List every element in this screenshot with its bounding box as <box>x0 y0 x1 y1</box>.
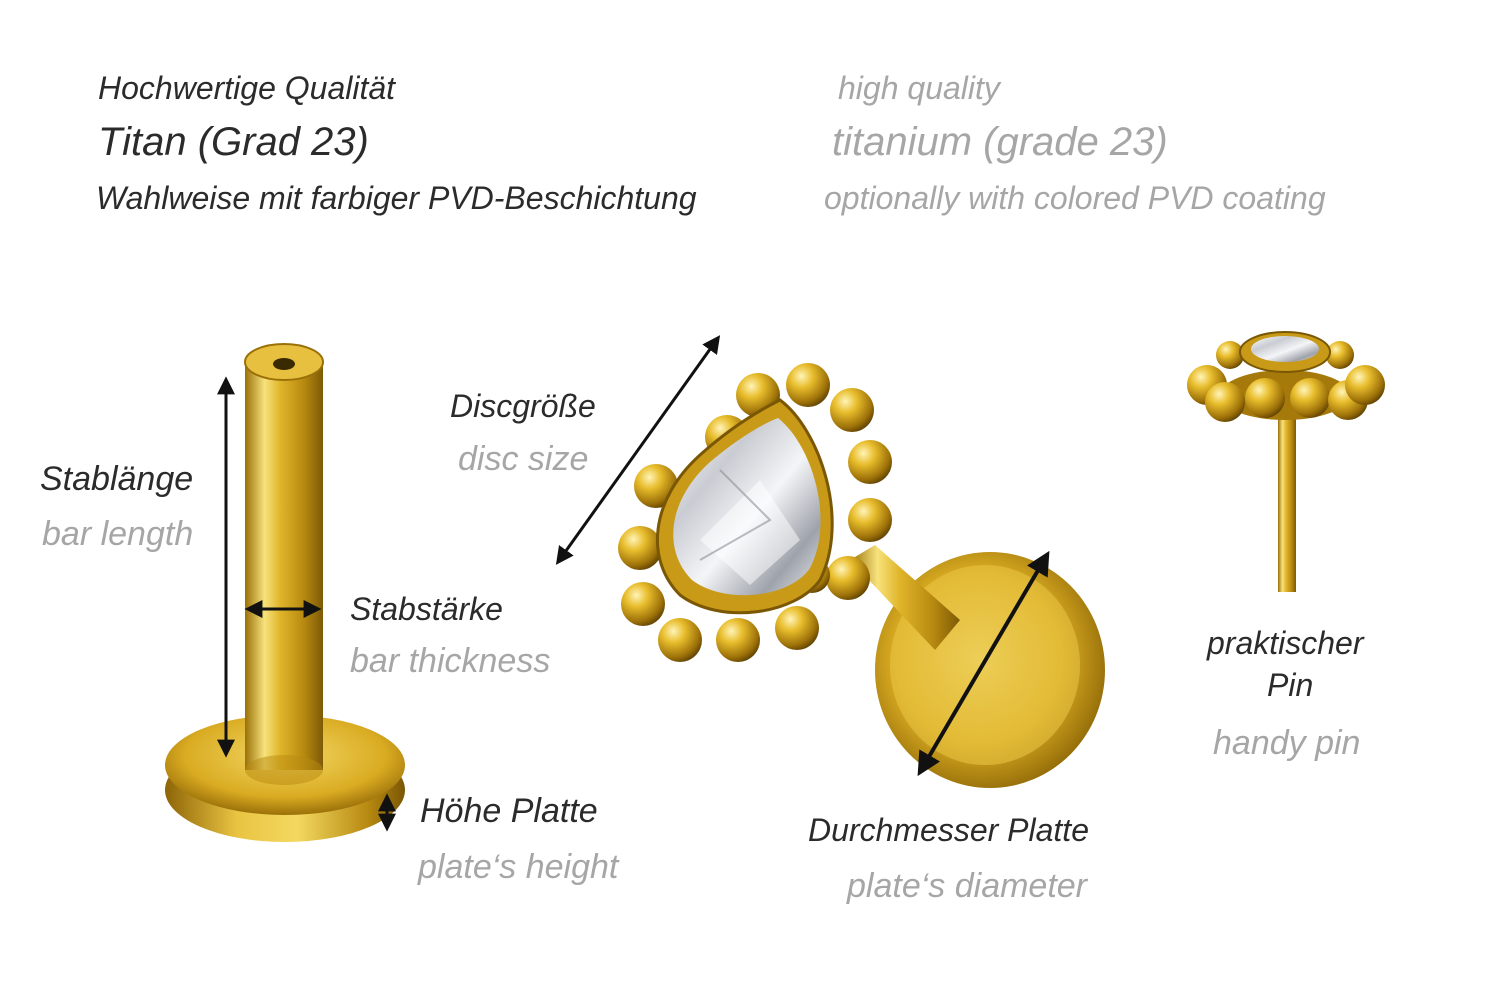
pin-top-image <box>1187 331 1385 592</box>
label-plate-diameter-de: Durchmesser Platte <box>808 812 1089 848</box>
header-quality-en: high quality <box>838 70 1000 106</box>
disc-size-arrow <box>555 335 721 565</box>
header-material-en: titanium (grade 23) <box>832 120 1168 164</box>
header-coating-de: Wahlweise mit farbiger PVD-Beschichtung <box>96 180 697 216</box>
labret-assembled-image <box>618 363 1105 788</box>
header-quality-de: Hochwertige Qualität <box>98 70 396 106</box>
label-bar-thickness-en: bar thickness <box>350 642 551 680</box>
label-plate-height-en: plate‘s height <box>418 848 619 886</box>
plate-diameter-arrow <box>917 550 1050 777</box>
label-plate-height-de: Höhe Platte <box>420 792 598 830</box>
label-disc-size-de: Discgröße <box>450 388 596 424</box>
label-handy-pin-de-line2: Pin <box>1267 667 1314 703</box>
label-bar-thickness-de: Stabstärke <box>350 591 503 627</box>
label-handy-pin-en: handy pin <box>1213 724 1361 762</box>
label-bar-length-en: bar length <box>42 515 194 553</box>
label-bar-length-de: Stablänge <box>40 460 194 498</box>
header-material-de: Titan (Grad 23) <box>98 120 369 164</box>
label-handy-pin-de-line1: praktischer <box>1207 625 1364 661</box>
header-coating-en: optionally with colored PVD coating <box>824 180 1326 216</box>
label-plate-diameter-en: plate‘s diameter <box>847 867 1088 905</box>
label-disc-size-en: disc size <box>458 440 589 478</box>
